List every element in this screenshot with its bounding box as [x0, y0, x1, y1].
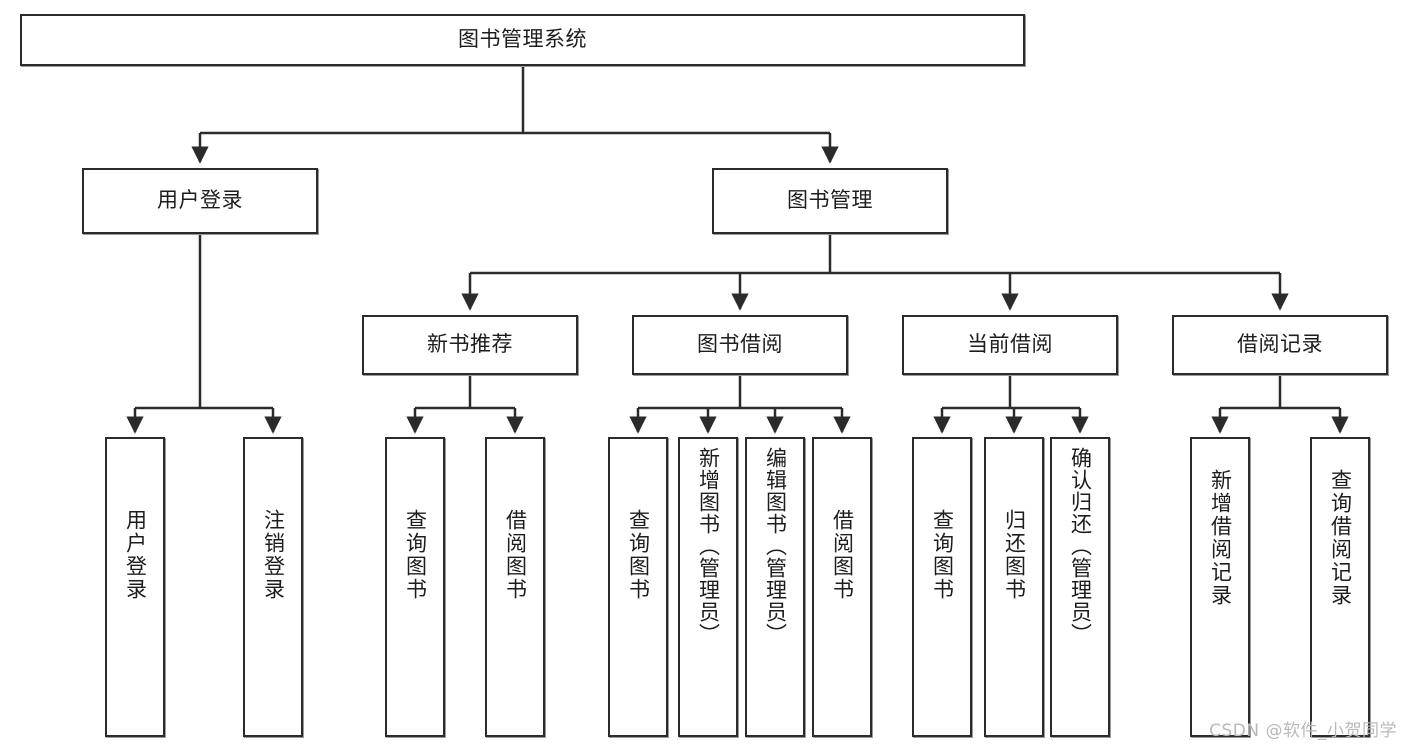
- node-new-book-recommend[interactable]: 新书推荐: [362, 315, 578, 375]
- leaf-bb-borrow-book[interactable]: 借阅图书: [812, 437, 872, 737]
- node-book-borrow[interactable]: 图书借阅: [632, 315, 848, 375]
- leaf-nbr-borrow-book-label: 借阅图书: [503, 509, 528, 601]
- leaf-cb-return-book[interactable]: 归还图书: [984, 437, 1044, 737]
- leaf-br-add-record[interactable]: 新增借阅记录: [1190, 437, 1250, 737]
- leaf-bb-query-book[interactable]: 查询图书: [608, 437, 668, 737]
- node-user-login-label: 用户登录: [157, 188, 243, 213]
- leaf-br-query-record[interactable]: 查询借阅记录: [1310, 437, 1370, 737]
- node-current-borrow[interactable]: 当前借阅: [902, 315, 1118, 375]
- node-borrow-record-label: 借阅记录: [1237, 332, 1323, 357]
- leaf-bb-borrow-book-label: 借阅图书: [830, 509, 855, 601]
- leaf-user-logout-label: 注销登录: [261, 509, 286, 601]
- leaf-bb-add-book[interactable]: 新增图书（管理员）: [678, 437, 738, 737]
- leaf-nbr-borrow-book[interactable]: 借阅图书: [485, 437, 545, 737]
- leaf-cb-query-book-label: 查询图书: [930, 509, 955, 601]
- node-root[interactable]: 图书管理系统: [20, 14, 1025, 66]
- node-user-login[interactable]: 用户登录: [82, 168, 318, 234]
- leaf-bb-add-book-label: 新增图书（管理员）: [696, 447, 721, 645]
- leaf-user-login-label: 用户登录: [123, 509, 148, 601]
- node-book-manage-label: 图书管理: [787, 188, 873, 213]
- leaf-cb-return-book-label: 归还图书: [1002, 509, 1027, 601]
- watermark: CSDN @软件_小贺同学: [1209, 721, 1397, 741]
- leaf-br-query-record-label: 查询借阅记录: [1328, 469, 1353, 607]
- node-current-borrow-label: 当前借阅: [967, 332, 1053, 357]
- node-book-borrow-label: 图书借阅: [697, 332, 783, 357]
- leaf-user-login[interactable]: 用户登录: [105, 437, 165, 737]
- leaf-user-logout[interactable]: 注销登录: [243, 437, 303, 737]
- node-book-manage[interactable]: 图书管理: [712, 168, 948, 234]
- leaf-bb-query-book-label: 查询图书: [626, 509, 651, 601]
- node-borrow-record[interactable]: 借阅记录: [1172, 315, 1388, 375]
- leaf-bb-edit-book-label: 编辑图书（管理员）: [763, 447, 788, 645]
- leaf-bb-edit-book[interactable]: 编辑图书（管理员）: [745, 437, 805, 737]
- leaf-nbr-query-book[interactable]: 查询图书: [385, 437, 445, 737]
- node-new-book-recommend-label: 新书推荐: [427, 332, 513, 357]
- leaf-cb-query-book[interactable]: 查询图书: [912, 437, 972, 737]
- leaf-br-add-record-label: 新增借阅记录: [1208, 469, 1233, 607]
- leaf-cb-confirm-return[interactable]: 确认归还（管理员）: [1050, 437, 1110, 737]
- leaf-cb-confirm-return-label: 确认归还（管理员）: [1068, 447, 1093, 645]
- node-root-label: 图书管理系统: [458, 27, 587, 52]
- leaf-nbr-query-book-label: 查询图书: [403, 509, 428, 601]
